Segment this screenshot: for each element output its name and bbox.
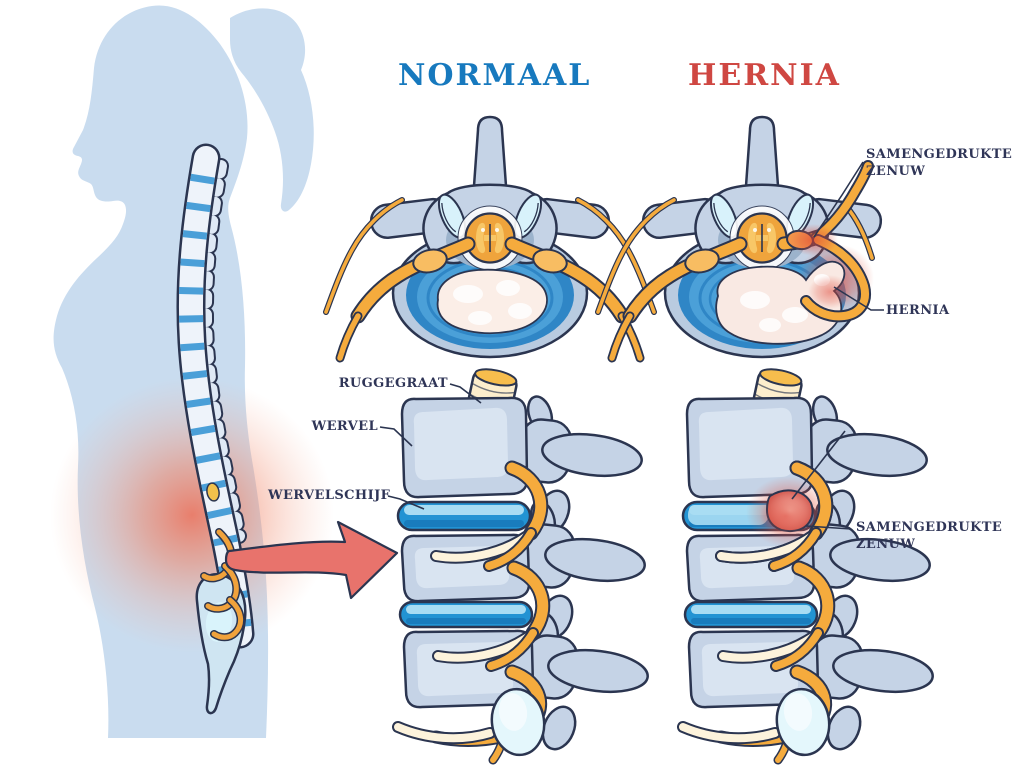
side-view-normal (398, 365, 650, 760)
leader-lines (379, 161, 884, 530)
leader-hernia-side-diagonal (791, 430, 846, 500)
header-normal: NORMAAL (398, 58, 592, 93)
spine-side-silhouette (176, 143, 255, 715)
side-view-hernia (683, 365, 935, 760)
header-hernia: HERNIA (688, 58, 841, 93)
pain-location-arrow (224, 520, 399, 600)
label-wervelschijf: WERVELSCHIJF (268, 488, 391, 503)
lumbar-nerves (200, 528, 245, 642)
axial-view-normal (326, 117, 657, 358)
leader-compressed-nerve-top (813, 161, 864, 238)
leader-wervel (379, 426, 413, 447)
pain-glow (50, 377, 334, 653)
label-ruggegraat: RUGGEGRAAT (338, 376, 448, 391)
leader-wervelschijf (387, 495, 425, 510)
axial-view-hernia (598, 117, 883, 358)
ponytail (230, 8, 314, 212)
label-compressed-nerve-bottom: SAMENGEDRUKTE ZENUW (856, 520, 1003, 552)
leader-hernia (833, 286, 884, 311)
nucleus-normal (436, 268, 548, 335)
label-wervel: WERVEL (311, 419, 378, 434)
leader-compressed-nerve-bottom (805, 525, 852, 530)
label-compressed-nerve-top: SAMENGEDRUKTE ZENUW (866, 147, 1013, 179)
label-hernia-pointer: HERNIA (886, 303, 950, 318)
leader-ruggegraat (449, 383, 482, 404)
nerve-root-dot (206, 482, 220, 502)
nerve-pinch-glow (790, 224, 838, 256)
